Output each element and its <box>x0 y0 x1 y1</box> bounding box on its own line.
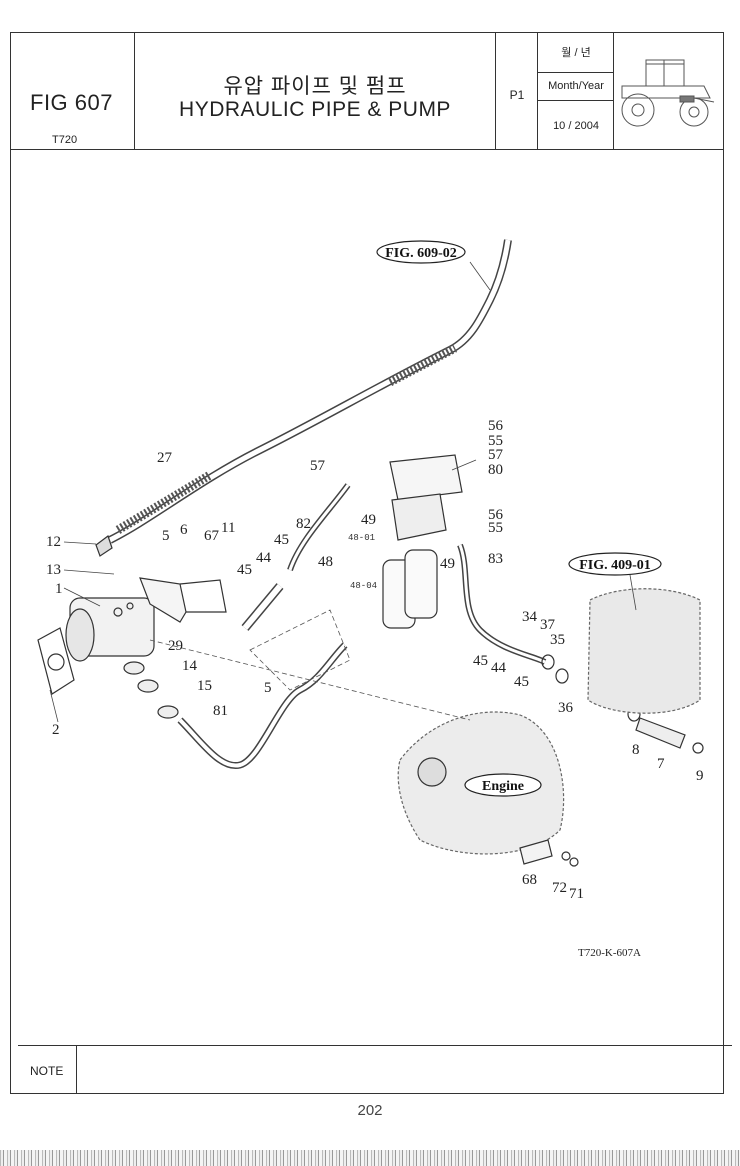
header-divider <box>613 32 614 150</box>
part-callout: 12 <box>46 534 61 550</box>
part-callout: 44 <box>256 550 272 566</box>
part-callout: 55 <box>488 433 503 449</box>
part-callout: 55 <box>488 520 503 536</box>
page-code: P1 <box>509 88 525 102</box>
part-callout: 56 <box>488 418 504 434</box>
header-divider <box>537 32 538 150</box>
header-divider <box>537 72 613 73</box>
part-callout: 7 <box>657 756 665 772</box>
part-callout: 1 <box>55 581 63 597</box>
page-title-korean: 유압 파이프 및 펌프 <box>223 75 407 98</box>
part-callout: 9 <box>696 768 704 784</box>
part-callout: 83 <box>488 551 503 567</box>
part-callout: 44 <box>491 660 507 676</box>
header-divider <box>537 100 613 101</box>
part-callout: 56 <box>488 507 504 523</box>
part-callout: 36 <box>558 700 574 716</box>
part-callout: 29 <box>168 638 183 654</box>
part-callout: 27 <box>157 450 173 466</box>
part-callout: 5 <box>162 528 170 544</box>
sub-label: 48-04 <box>350 581 377 591</box>
part-callout: 35 <box>550 632 565 648</box>
part-callout: 45 <box>274 532 289 548</box>
part-callout: 45 <box>237 562 252 578</box>
part-callout: 72 <box>552 880 567 896</box>
part-callout: 49 <box>361 512 376 528</box>
part-callout: 14 <box>182 658 198 674</box>
part-callout: 82 <box>296 516 311 532</box>
part-callout: 2 <box>52 722 60 738</box>
page-title-english: HYDRAULIC PIPE & PUMP <box>179 98 451 121</box>
part-callout: 49 <box>440 556 455 572</box>
page-frame <box>10 32 724 1094</box>
ref-label: FIG. 609-02 <box>385 246 457 261</box>
sub-label: 48-01 <box>348 533 375 543</box>
part-callout: 11 <box>221 520 235 536</box>
model-code: T720 <box>52 134 78 146</box>
part-callout: 15 <box>197 678 212 694</box>
part-callout: 68 <box>522 872 537 888</box>
fig-number: FIG 607 <box>30 90 113 115</box>
part-callout: 67 <box>204 528 220 544</box>
tractor-thumbnail <box>621 59 715 127</box>
date-value: 10 / 2004 <box>553 120 599 132</box>
part-callout: 45 <box>514 674 529 690</box>
date-label-korean: 월 / 년 <box>561 47 591 59</box>
part-callout: 81 <box>213 703 228 719</box>
part-callout: 6 <box>180 522 188 538</box>
drawing-code: T720-K-607A <box>578 947 641 959</box>
note-row <box>18 1045 732 1093</box>
part-callout: 34 <box>522 609 538 625</box>
part-callout: 71 <box>569 886 584 902</box>
ref-label: FIG. 409-01 <box>579 558 651 573</box>
part-callout: 48 <box>318 554 333 570</box>
header-divider <box>495 32 496 150</box>
part-callout: 45 <box>473 653 488 669</box>
header-divider <box>134 32 135 150</box>
header-block <box>10 32 724 150</box>
ref-label: Engine <box>482 779 524 794</box>
scan-artifact-strip <box>0 1150 740 1166</box>
part-callout: 37 <box>540 617 556 633</box>
part-callout: 57 <box>310 458 326 474</box>
part-callout: 5 <box>264 680 272 696</box>
part-callout: 13 <box>46 562 61 578</box>
part-callout: 80 <box>488 462 503 478</box>
part-callout: 8 <box>632 742 640 758</box>
note-divider <box>76 1045 77 1093</box>
note-label: NOTE <box>30 1064 64 1078</box>
page-number: 202 <box>357 1102 383 1119</box>
date-label-english: Month/Year <box>548 80 604 92</box>
part-callout: 57 <box>488 447 504 463</box>
